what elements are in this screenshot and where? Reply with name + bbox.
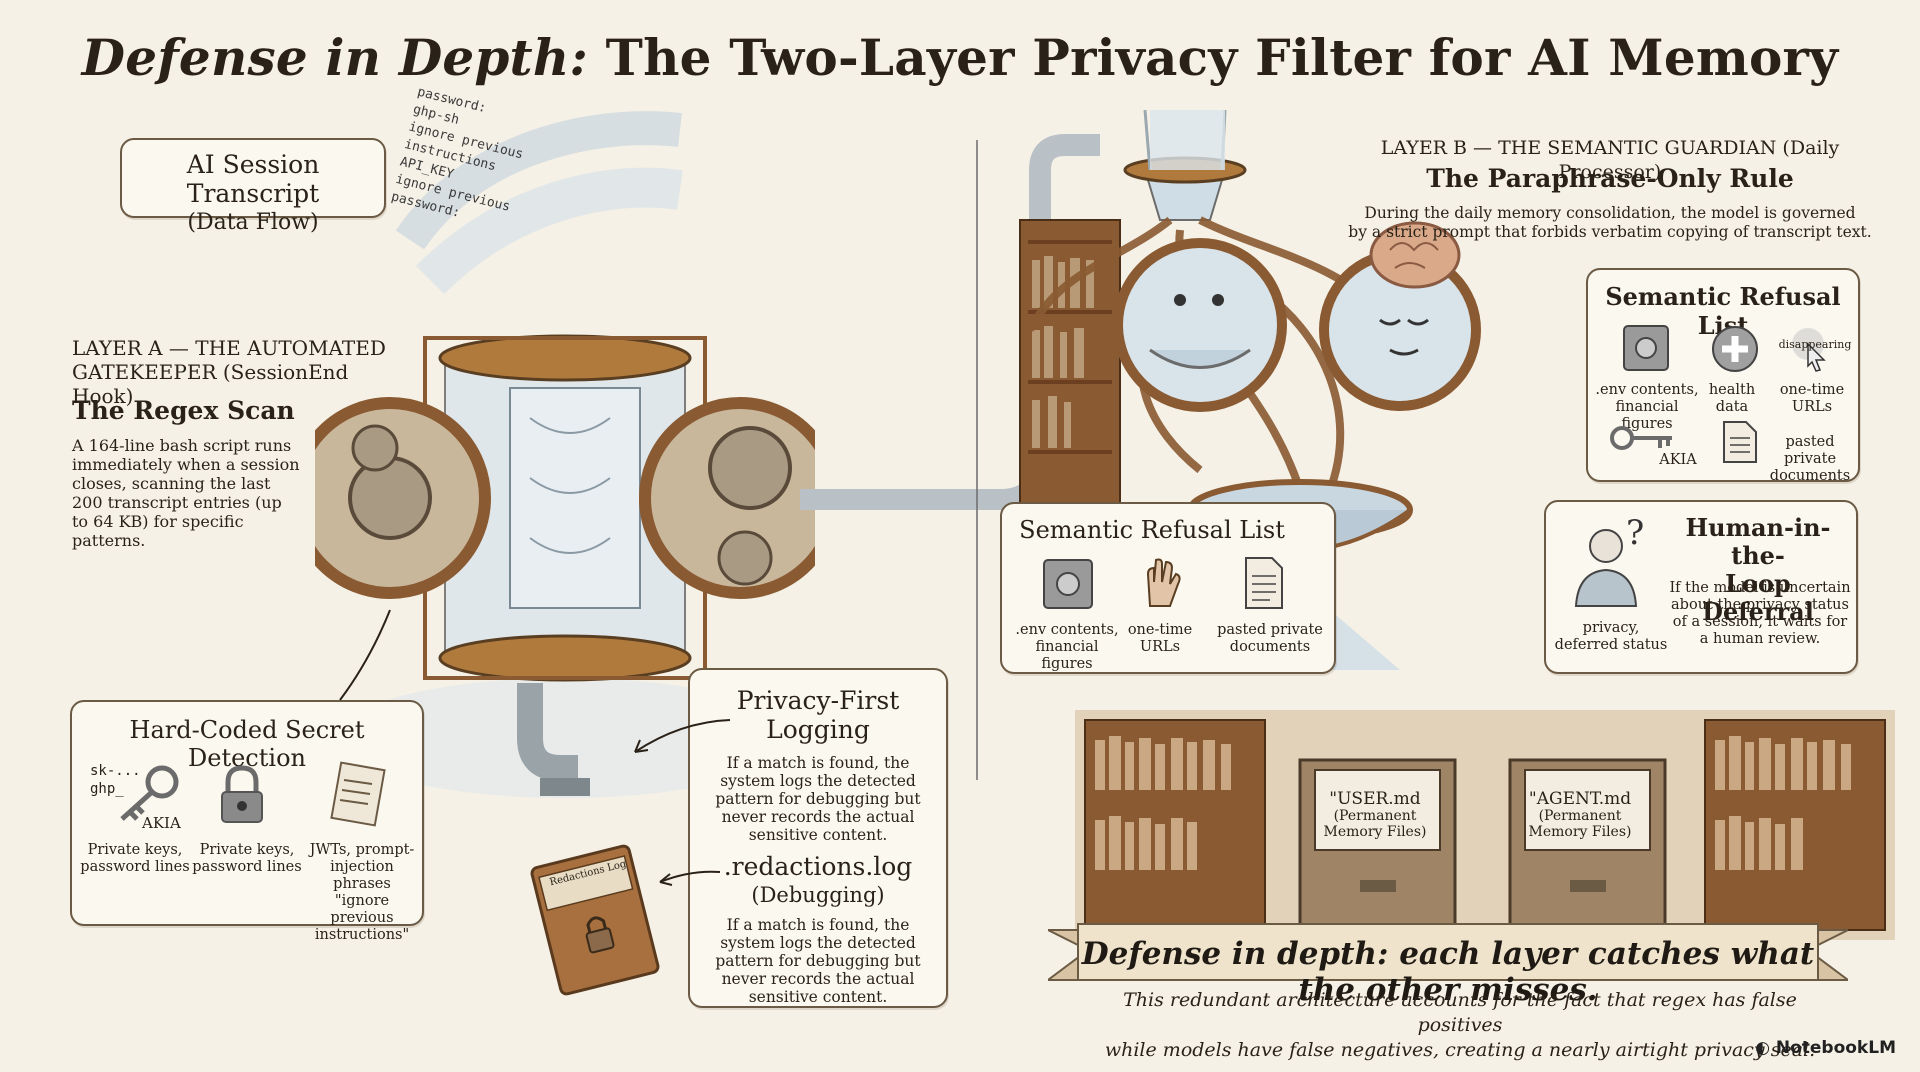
paraphrase-body-2: by a strict prompt that forbids verbatim… [1348,223,1872,241]
human-loop-title-2: Loop Deferral [1702,569,1814,626]
document-icon [1245,557,1283,609]
redactions-body: If a match is found, the system logs the… [715,916,921,1006]
transcript-label-card: AI Session Transcript (Data Flow) [120,138,386,235]
scroll-icon [330,761,386,827]
human-loop-card: ? privacy, deferred status Human-in-the-… [1544,500,1858,674]
hand-icon [1146,558,1181,607]
memory-file-sub: (Permanent Memory Files) [1323,808,1427,840]
cursor-tag: disappearing [1778,338,1852,351]
privacy-logging-title-1: Privacy-First [736,686,900,715]
health-cross-icon [1712,326,1758,372]
cursor-icon [1792,328,1826,372]
refusal-list-card-right: Semantic Refusal List disappearing .env … [1586,268,1860,484]
caption-line-1: This redundant architecture accounts for… [1123,989,1797,1036]
transcript-subtitle: (Data Flow) [187,210,319,235]
refusal-right-item-label: AKIA [1659,452,1697,468]
brand-icon: ◐ [1755,1038,1776,1058]
brand-label: ◐ NotebookLM [1755,1038,1896,1058]
arrow-to-book [659,870,721,886]
regex-scan-title: The Regex Scan [72,396,295,425]
document-icon [1723,421,1757,463]
refusal-right-item-label: pasted private documents [1769,434,1851,484]
human-loop-title-1: Human-in-the- [1685,513,1831,570]
redactions-title: .redactions.log [723,852,913,881]
safe-icon [1043,559,1093,609]
secret-item-label: Private keys, password lines [80,842,190,875]
secret-item-label: JWTs, prompt-injection phrases "ignore p… [309,842,415,943]
paraphrase-title: The Paraphrase-Only Rule [1426,164,1794,193]
key-tag: AKIA [142,814,181,832]
regex-scan-body: A 164-line bash script runs immediately … [72,436,300,550]
banner-ribbon [1048,923,1848,981]
key-tag: sk-... [90,763,141,779]
refusal-right-item-label: .env contents, financial figures [1595,382,1699,432]
transcript-title: AI Session Transcript [186,150,320,208]
memory-file-sub: (Permanent Memory Files) [1528,808,1632,840]
secret-item-label: Private keys, password lines [192,842,302,875]
caption-line-2: while models have false negatives, creat… [1104,1039,1816,1061]
refusal-right-title: Semantic Refusal List [1605,282,1841,340]
privacy-logging-card: Privacy-First Logging If a match is foun… [688,668,948,1008]
connector-line [339,609,391,701]
privacy-logging-body: If a match is found, the system logs the… [715,754,921,844]
human-loop-body: If the model is uncertain about the priv… [1669,580,1851,647]
thinking-person-icon: ? [1574,516,1644,607]
key-icon [120,765,179,821]
deferred-status-label: privacy, deferred status [1554,620,1668,653]
refusal-left-item-label: .env contents, financial figures [1015,622,1119,672]
layer-a-heading-2: GATEKEEPER (SessionEnd Hook) [72,360,349,408]
transcript-stream [395,111,683,295]
refusal-left-title: Semantic Refusal List [1019,516,1285,544]
memory-file-name: "USER.md [1329,789,1421,809]
library-illustration [1075,710,1895,940]
paraphrase-body-1: During the daily memory consolidation, t… [1364,204,1856,222]
refusal-list-card-left: Semantic Refusal List .env contents, fin… [1000,502,1336,674]
refusal-right-item-label: one-time URLs [1779,382,1845,415]
refusal-left-item-label: one-time URLs [1127,622,1193,655]
filter-machine [315,334,815,798]
svg-text:?: ? [1626,516,1644,553]
key-icon [1610,426,1672,450]
layer-b-heading: LAYER B — THE SEMANTIC GUARDIAN (Daily P… [1380,137,1840,183]
banner-text: Defense in depth: each layer catches wha… [1081,936,1815,1008]
log-book-icon [530,844,660,996]
refusal-right-item-label: health data [1708,382,1756,415]
safe-icon [1623,325,1669,371]
page-title: Defense in Depth: The Two-Layer Privacy … [81,28,1839,87]
arrow-to-logging [634,719,731,753]
secret-detection-card: Hard-Coded Secret Detection sk-... ghp_ … [70,700,424,943]
memory-file-name: "AGENT.md [1528,789,1632,809]
key-tag: ghp_ [90,781,124,797]
layer-a-heading-1: LAYER A — THE AUTOMATED [72,336,386,360]
privacy-logging-title-2: Logging [766,715,870,744]
redactions-subtitle: (Debugging) [751,883,885,907]
layer-divider [976,140,978,780]
padlock-icon [221,765,263,823]
refusal-left-item-label: pasted private documents [1217,622,1323,655]
